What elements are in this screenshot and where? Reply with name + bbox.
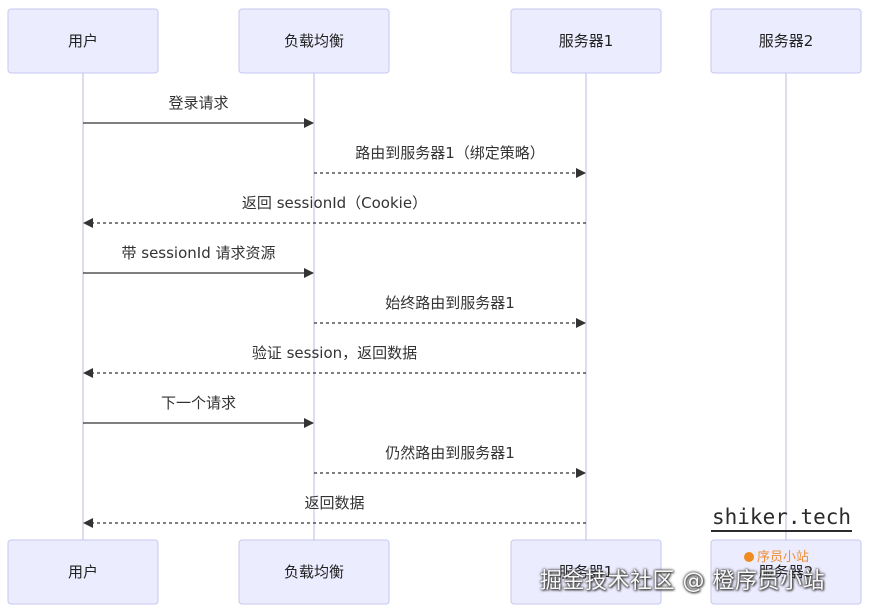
orange-icon xyxy=(744,552,754,562)
actor-box xyxy=(710,8,862,74)
message-label: 下一个请求 xyxy=(161,394,236,412)
watermark-site: shiker.tech xyxy=(711,504,853,532)
message-label: 仍然路由到服务器1 xyxy=(385,444,515,462)
actor-box xyxy=(7,8,159,74)
message-label: 返回 sessionId（Cookie） xyxy=(242,194,427,212)
actor-label: 服务器2 xyxy=(759,563,814,581)
watermark-main: 掘金技术社区 @ 橙序员小站 xyxy=(540,569,825,594)
message-label: 登录请求 xyxy=(168,94,228,112)
message-4: 带 sessionId 请求资源 xyxy=(83,244,314,278)
watermark-badge-text: 序员小站 xyxy=(757,550,810,565)
message-9: 返回数据 xyxy=(83,494,586,528)
message-6: 验证 session，返回数据 xyxy=(83,344,586,378)
actor-label: 负载均衡 xyxy=(284,32,344,50)
message-label: 验证 session，返回数据 xyxy=(252,344,417,362)
message-2: 路由到服务器1（绑定策略） xyxy=(314,144,586,178)
actor-label: 负载均衡 xyxy=(284,563,344,581)
actor-box xyxy=(510,539,662,605)
watermark-badge: 序员小站 xyxy=(744,546,809,565)
actor-label: 用户 xyxy=(68,32,98,50)
actor-s1-top: 服务器1 xyxy=(510,8,662,74)
actor-s2-top: 服务器2 xyxy=(710,8,862,74)
message-1: 登录请求 xyxy=(83,94,314,128)
message-7: 下一个请求 xyxy=(83,394,314,428)
message-label: 返回数据 xyxy=(304,494,364,512)
message-8: 仍然路由到服务器1 xyxy=(314,444,586,478)
message-5: 始终路由到服务器1 xyxy=(314,294,586,328)
actor-label: 服务器1 xyxy=(559,32,614,50)
actor-s1-bottom: 服务器1 xyxy=(510,539,662,605)
message-label: 始终路由到服务器1 xyxy=(385,294,515,312)
actor-box xyxy=(238,539,390,605)
actor-user-top: 用户 xyxy=(7,8,159,74)
message-label: 带 sessionId 请求资源 xyxy=(121,244,275,262)
actor-box xyxy=(510,8,662,74)
message-label: 路由到服务器1（绑定策略） xyxy=(355,144,545,162)
actor-lb-bottom: 负载均衡 xyxy=(238,539,390,605)
actor-label: 用户 xyxy=(68,563,98,581)
actor-user-bottom: 用户 xyxy=(7,539,159,605)
actor-box xyxy=(238,8,390,74)
actor-label: 服务器2 xyxy=(759,32,814,50)
actor-box xyxy=(7,539,159,605)
actor-label: 服务器1 xyxy=(559,563,614,581)
message-3: 返回 sessionId（Cookie） xyxy=(83,194,586,228)
actor-lb-top: 负载均衡 xyxy=(238,8,390,74)
